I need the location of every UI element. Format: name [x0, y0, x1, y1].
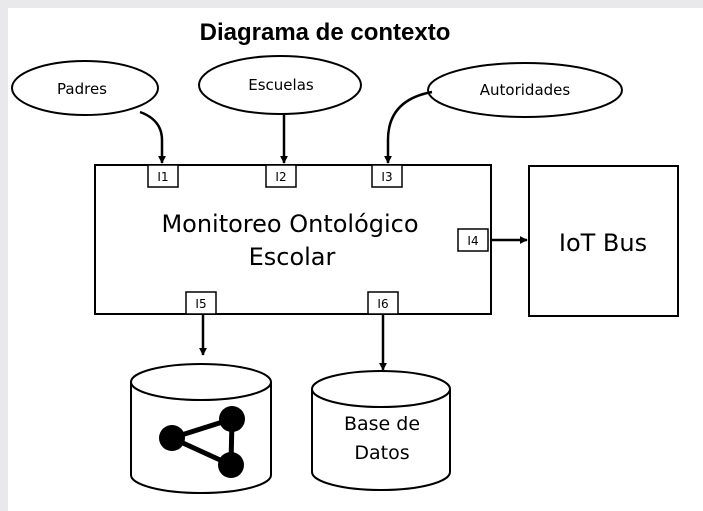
port-i4: I4: [457, 228, 489, 252]
port-i2: I2: [265, 164, 297, 188]
entity-escuelas-label: Escuelas: [248, 76, 314, 94]
entity-padres-shape: [11, 60, 159, 116]
port-i6: I6: [367, 291, 399, 315]
diagram-title: Diagrama de contexto: [200, 19, 451, 46]
entity-autoridades-shape: [427, 62, 623, 118]
port-i1-label: I1: [157, 170, 168, 184]
port-i2-box: [265, 164, 297, 188]
port-i5: I5: [185, 291, 217, 315]
ontology-store-top: [130, 363, 272, 401]
entity-padres: Padres: [11, 60, 159, 116]
flow-arrow-padres: [139, 110, 166, 164]
port-i2-label: I2: [275, 170, 286, 184]
ontology-store-cylinder: [130, 363, 272, 494]
share-graph-icon: [159, 406, 245, 478]
port-i6-label: I6: [377, 297, 388, 311]
system-label-line2: Escolar: [249, 243, 336, 271]
database-top: [311, 370, 451, 408]
system-label-line1: Monitoreo Ontológico: [161, 210, 418, 238]
iot-bus-box: IoT Bus: [528, 165, 679, 317]
entity-padres-label: Padres: [57, 80, 107, 98]
iot-bus-label: IoT Bus: [559, 229, 647, 257]
port-i5-label: I5: [195, 297, 206, 311]
port-i1-box: [147, 164, 179, 188]
port-i3: I3: [371, 164, 403, 188]
database-cylinder: Base de Datos: [311, 370, 451, 491]
entity-escuelas: Escuelas: [198, 55, 362, 115]
iot-bus-box-shape: [528, 165, 679, 317]
port-i5-box: [185, 291, 217, 315]
context-diagram: Diagrama de contexto Padres Escuelas Aut…: [11, 19, 679, 494]
port-i3-label: I3: [381, 170, 392, 184]
port-i4-label: I4: [467, 234, 478, 248]
database-body: [311, 389, 451, 491]
entity-autoridades-label: Autoridades: [480, 81, 571, 99]
database-label-line2: Datos: [354, 442, 409, 464]
database-label-line1: Base de: [344, 413, 420, 435]
entity-autoridades: Autoridades: [427, 62, 623, 118]
entity-escuelas-shape: [198, 55, 362, 115]
port-i4-box: [457, 228, 489, 252]
port-i1: I1: [147, 164, 179, 188]
port-i3-box: [371, 164, 403, 188]
flow-arrow-autoridades: [384, 90, 433, 164]
diagram-page: Diagrama de contexto Padres Escuelas Aut…: [8, 8, 703, 511]
